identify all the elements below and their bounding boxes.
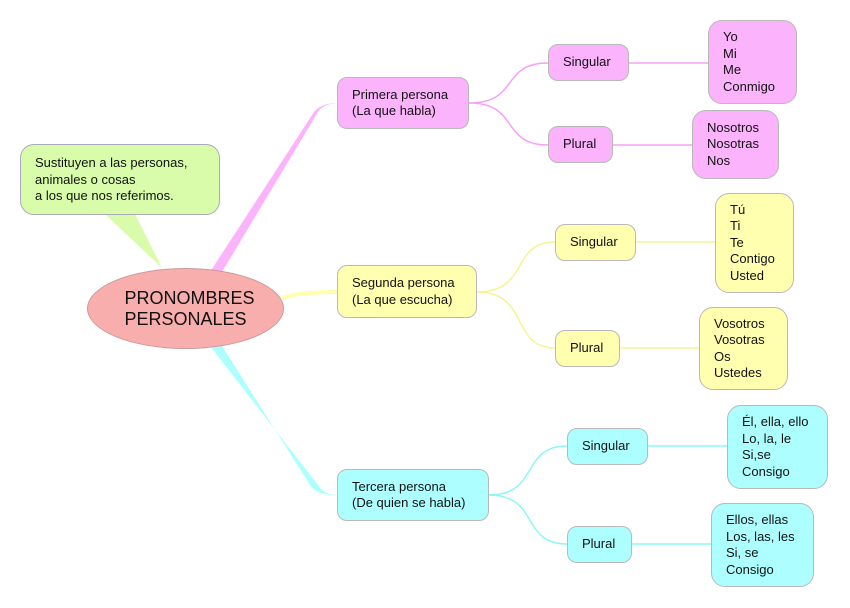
link-root-tercera (210, 346, 337, 495)
root-topic[interactable]: PRONOMBRES PERSONALES (87, 268, 284, 349)
leaf-segunda-plural[interactable]: Vosotros Vosotras Os Ustedes (699, 307, 788, 390)
subtopic-segunda-singular[interactable]: Singular (555, 224, 636, 261)
note-callout-box[interactable]: Sustituyen a las personas, animales o co… (20, 144, 220, 215)
note-callout (105, 214, 162, 268)
link-primera-singular (468, 62, 549, 104)
subtopic-segunda-plural[interactable]: Plural (555, 330, 620, 367)
link-tercera-plural (488, 494, 568, 545)
subtopic-primera-singular[interactable]: Singular (548, 44, 629, 81)
link-segunda-singular (476, 241, 556, 293)
topic-tercera-persona[interactable]: Tercera persona (De quien se habla) (337, 469, 489, 521)
topic-segunda-persona[interactable]: Segunda persona (La que escucha) (337, 265, 477, 318)
link-root-segunda (281, 290, 338, 300)
subtopic-tercera-singular[interactable]: Singular (567, 428, 648, 465)
subtopic-tercera-plural[interactable]: Plural (567, 526, 632, 563)
leaf-primera-plural[interactable]: Nosotros Nosotras Nos (692, 110, 779, 179)
link-tercera-singular (488, 445, 568, 496)
leaf-tercera-plural[interactable]: Ellos, ellas Los, las, les Si, se Consig… (711, 503, 814, 587)
topic-primera-persona[interactable]: Primera persona (La que habla) (337, 77, 469, 129)
leaf-segunda-singular[interactable]: Tú Ti Te Contigo Usted (715, 193, 794, 293)
link-root-primera (210, 103, 337, 272)
subtopic-primera-plural[interactable]: Plural (548, 126, 613, 163)
leaf-primera-singular[interactable]: Yo Mi Me Conmigo (708, 20, 797, 104)
link-primera-plural (468, 102, 549, 146)
link-segunda-plural (476, 291, 556, 349)
leaf-tercera-singular[interactable]: Él, ella, ello Lo, la, le Si,se Consigo (727, 405, 828, 489)
